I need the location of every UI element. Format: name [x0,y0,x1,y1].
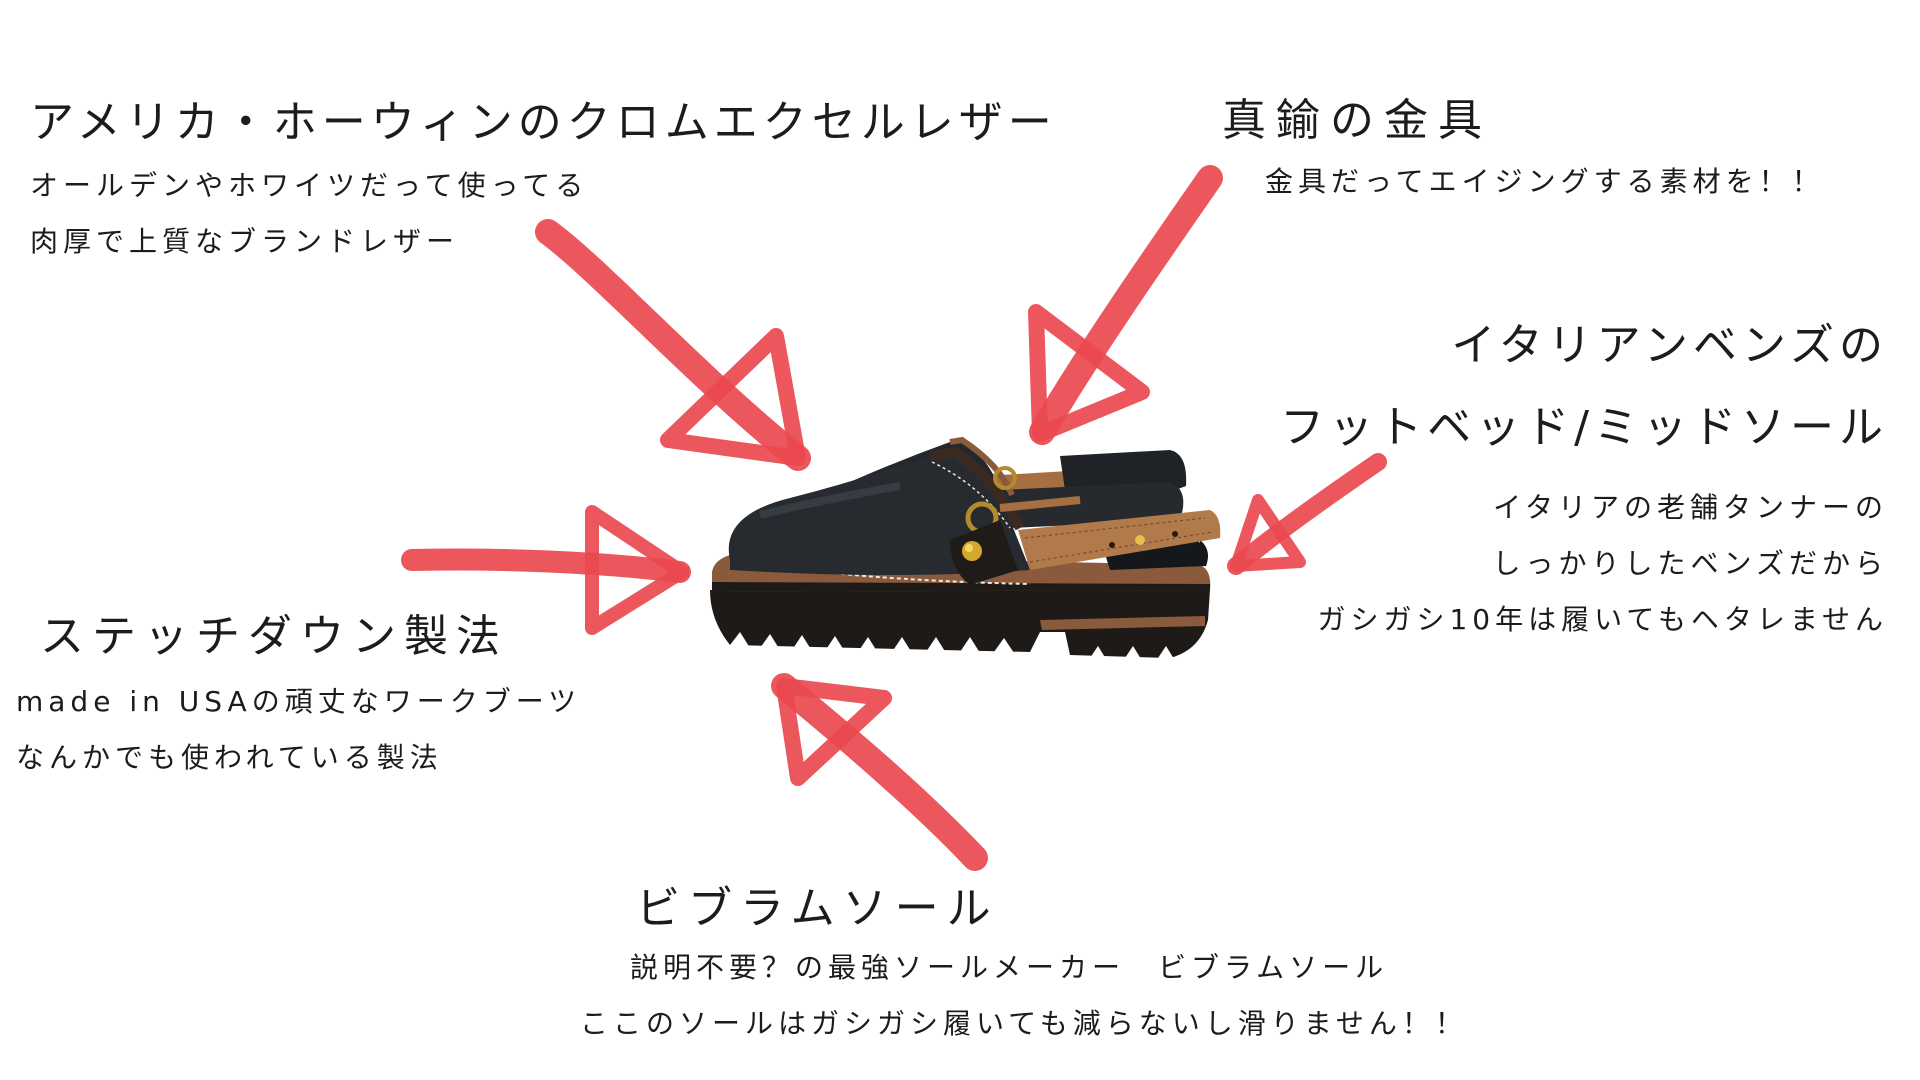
arrow-stitchdown-icon [401,505,691,635]
brass-line-1: 金具だってエイジングする素材を！！ [1265,165,1825,198]
stitchdown-description: made in USAの頑丈なワークブーツ なんかでも使われている製法 [16,674,581,786]
stitchdown-line-2: なんかでも使われている製法 [16,741,443,774]
brass-description: 金具だってエイジングする素材を！！ [1265,154,1825,210]
leather-title: アメリカ・ホーウィンのクロムエクセルレザー [30,97,1057,148]
arrow-footbed-icon [1227,453,1387,575]
vibram-description: 説明不要？の最強ソールメーカー ビブラムソール ここのソールはガシガシ履いても減… [580,940,1468,1052]
footbed-title-line-1: イタリアンベンズの [1451,320,1888,371]
leather-description: オールデンやホワイツだって使ってる 肉厚で上質なブランドレザー [30,158,588,270]
leather-line-1: オールデンやホワイツだって使ってる [30,169,589,202]
footbed-line-1: イタリアの老舗タンナーの [1493,491,1888,524]
footbed-description: イタリアの老舗タンナーの しっかりしたベンズだから ガシガシ10年は履いてもヘタ… [1317,480,1888,648]
shoe-photo [710,436,1221,659]
brass-rivet [962,541,982,561]
leather-line-2: 肉厚で上質なブランドレザー [30,225,460,258]
stitchdown-title: ステッチダウン製法 [40,611,508,662]
footbed-line-2: しっかりしたベンズだから [1492,547,1888,580]
arrow-leather-icon [535,219,811,471]
tan-back-strap [1018,510,1221,570]
vibram-title: ビブラムソール [636,883,999,934]
footbed-title-line-2: フットベッド/ミッドソール [1280,402,1888,453]
vibram-line-2: ここのソールはガシガシ履いても減らないし滑りません！！ [580,1007,1468,1040]
arrow-brass-icon [1028,165,1223,445]
arrow-vibram-icon [771,673,988,871]
footbed-line-3: ガシガシ10年は履いてもヘタレません [1317,603,1888,636]
vibram-line-1: 説明不要？の最強ソールメーカー ビブラムソール [630,951,1389,984]
brass-title: 真鍮の金具 [1222,95,1492,146]
footbed-title: イタリアンベンズの フットベッド/ミッドソール [1280,305,1888,469]
stitchdown-line-1: made in USAの頑丈なワークブーツ [16,685,582,718]
